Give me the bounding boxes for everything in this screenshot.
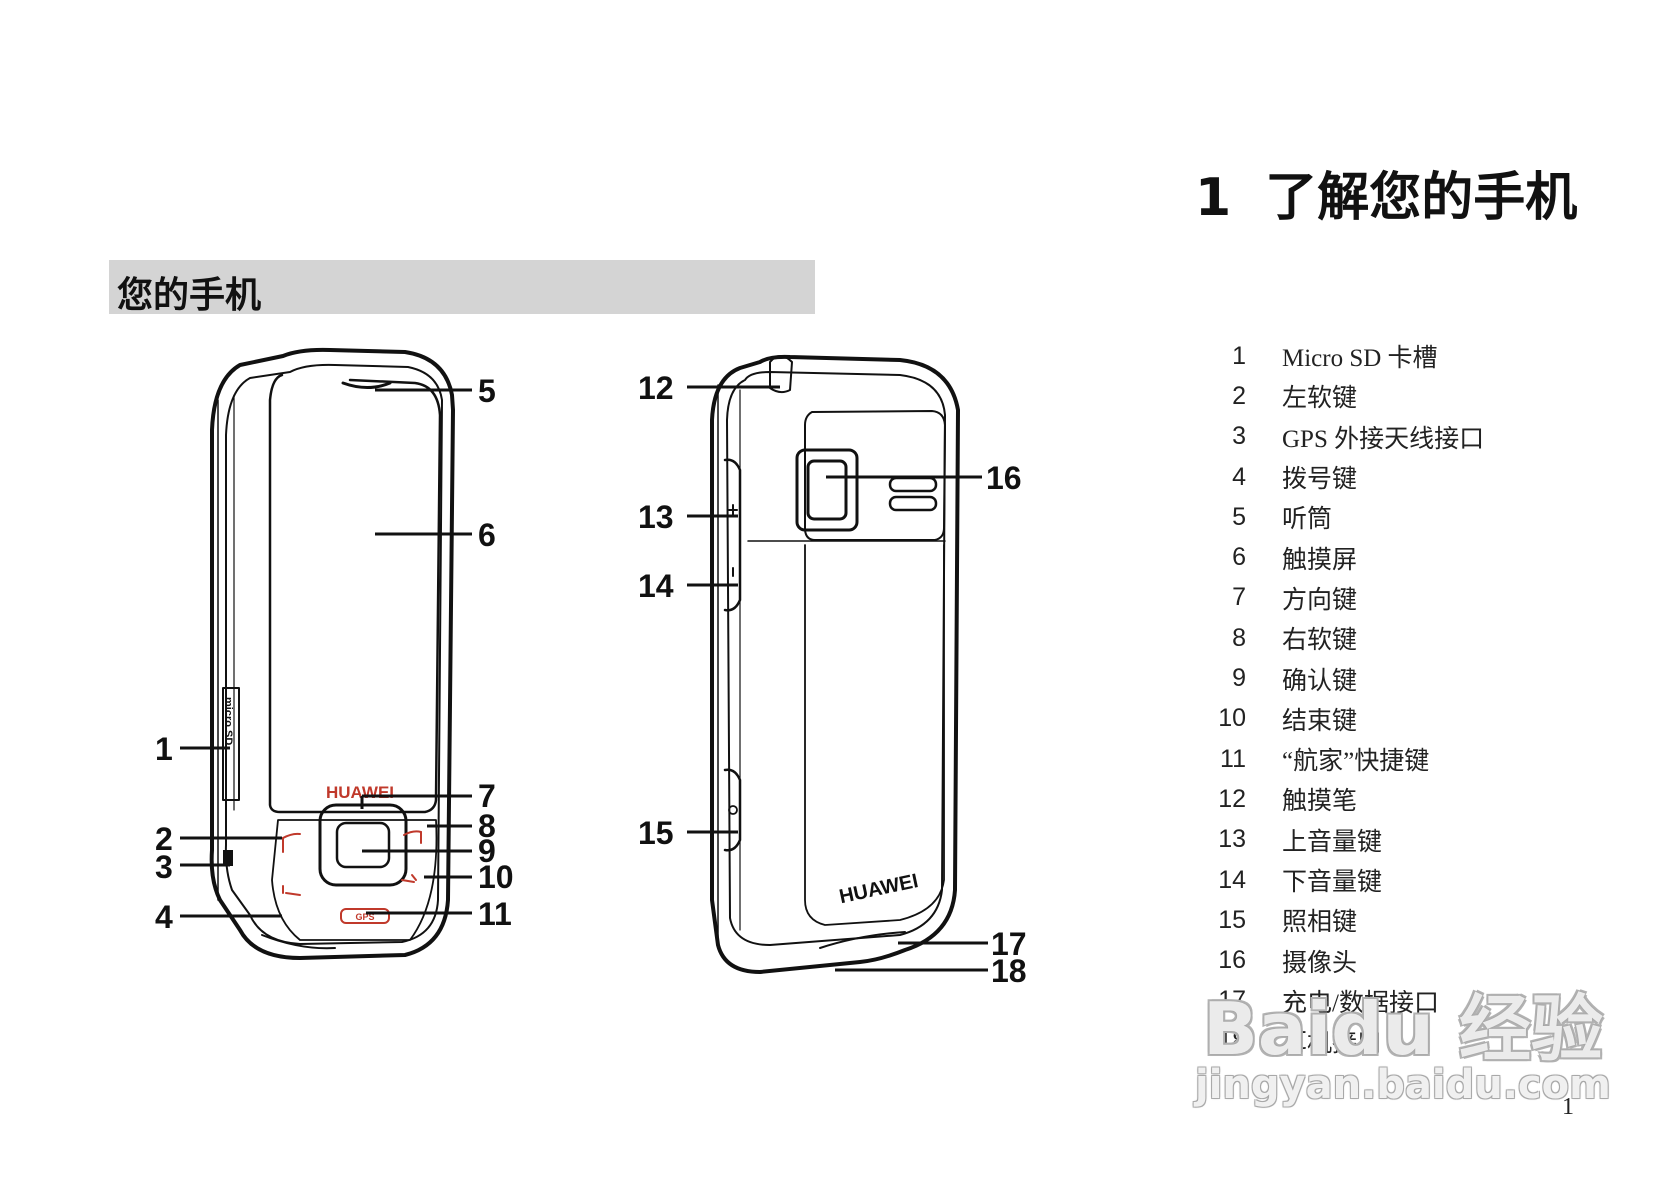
legend-label: 耳机接口 [1282,1030,1383,1058]
callout-11: 11 [478,896,512,932]
legend-item: 6 触摸屏 [1200,537,1484,577]
legend-item: 11 “航家”快捷键 [1200,739,1484,779]
legend-item: 18 耳机接口 [1200,1021,1484,1061]
callout-12: 12 [638,370,674,406]
legend-label: 方向键 [1282,586,1358,614]
callout-17: 17 [991,926,1027,962]
legend-number: 13 [1218,825,1246,854]
legend-item: 16 摄像头 [1200,940,1484,980]
callout-13: 13 [638,499,674,535]
watermark-brand: Baidu 经验 [1203,987,1604,1071]
legend-number: 15 [1218,905,1246,934]
front-phone: HUAWEI GPS micro SD [209,347,455,960]
legend-label: 触摸笔 [1282,788,1358,816]
callout-10: 10 [478,859,514,895]
callout-4: 4 [155,899,173,935]
chapter-heading: 1 了解您的手机 [1195,155,1577,230]
legend-item: 1 Micro SD 卡槽 [1200,336,1484,376]
legend-number: 12 [1218,784,1246,813]
callout-9: 9 [478,833,496,869]
callout-3: 3 [155,849,173,885]
legend-label: 充电/数据接口 [1282,989,1439,1017]
legend-number: 14 [1218,865,1246,894]
legend-label: Micro SD 卡槽 [1282,345,1438,373]
legend-label: 拨号键 [1282,466,1358,494]
sd-slot-label: micro SD [222,697,234,745]
legend-item: 10 结束键 [1200,699,1484,739]
back-brand-logo: HUAWEI [837,870,920,908]
callout-6: 6 [478,517,496,553]
watermark-url: jingyan.baidu.com [1195,1062,1611,1108]
page-number: 1 [1562,1094,1574,1120]
legend-number: 17 [1218,986,1246,1015]
legend-label: 摄像头 [1282,949,1358,977]
legend-item: 7 方向键 [1200,578,1484,618]
legend-label: 听筒 [1282,506,1333,534]
callout-15: 15 [638,815,674,851]
legend-label: 上音量键 [1282,828,1383,856]
legend-number: 4 [1232,462,1246,491]
back-phone: HUAWEI [710,354,960,974]
legend-number: 1 [1232,341,1246,370]
legend-label: 右软键 [1282,627,1358,655]
legend-number: 5 [1232,502,1246,531]
section-header-bar: 您的手机 [109,260,815,316]
parts-legend: 1 Micro SD 卡槽 2 左软键 3 GPS 外接天线接口 4 拨号键 5 听筒 6 触摸屏 7 方… [1200,336,1484,1061]
callout-5: 5 [478,373,496,409]
legend-item: 3 GPS 外接天线接口 [1200,417,1484,457]
legend-number: 3 [1232,422,1246,451]
legend-number: 2 [1232,381,1246,410]
legend-number: 8 [1232,623,1246,652]
back-callout-lines [687,385,988,972]
gps-key-label: GPS [355,912,374,922]
legend-number: 11 [1220,744,1246,773]
front-callout-lines [180,388,472,918]
legend-item: 4 拨号键 [1200,457,1484,497]
legend-item: 13 上音量键 [1200,820,1484,860]
legend-item: 15 照相键 [1200,900,1484,940]
legend-item: 14 下音量键 [1200,860,1484,900]
callout-16: 16 [986,460,1022,496]
legend-label: 左软键 [1282,385,1358,413]
legend-number: 16 [1218,946,1246,975]
legend-item: 9 确认键 [1200,658,1484,698]
callout-14: 14 [638,568,674,604]
legend-label: 照相键 [1282,909,1358,937]
legend-number: 6 [1232,543,1246,572]
callout-7: 7 [478,778,496,814]
legend-item: 8 右软键 [1200,618,1484,658]
legend-number: 10 [1218,704,1246,733]
callout-18: 18 [991,953,1027,989]
legend-label: 确认键 [1282,667,1358,695]
legend-label: 结束键 [1282,707,1358,735]
baidu-watermark: Baidu 经验 jingyan.baidu.com [1195,940,1611,1125]
legend-number: 7 [1232,583,1246,612]
chapter-title: 了解您的手机 [1265,168,1578,228]
section-title: 您的手机 [117,275,262,316]
legend-number: 18 [1218,1026,1246,1055]
legend-label: 触摸屏 [1282,546,1358,574]
chapter-number: 1 [1195,168,1232,228]
callout-1: 1 [155,731,173,767]
legend-number: 9 [1232,664,1246,693]
legend-item: 17 充电/数据接口 [1200,981,1484,1021]
callout-2: 2 [155,821,173,857]
legend-label: GPS 外接天线接口 [1282,425,1485,453]
front-brand-logo: HUAWEI [326,783,394,802]
legend-item: 2 左软键 [1200,376,1484,416]
legend-item: 5 听筒 [1200,497,1484,537]
legend-item: 12 触摸笔 [1200,779,1484,819]
legend-label: 下音量键 [1282,869,1383,896]
legend-label: “航家”快捷键 [1282,748,1430,776]
callout-8: 8 [478,808,496,844]
